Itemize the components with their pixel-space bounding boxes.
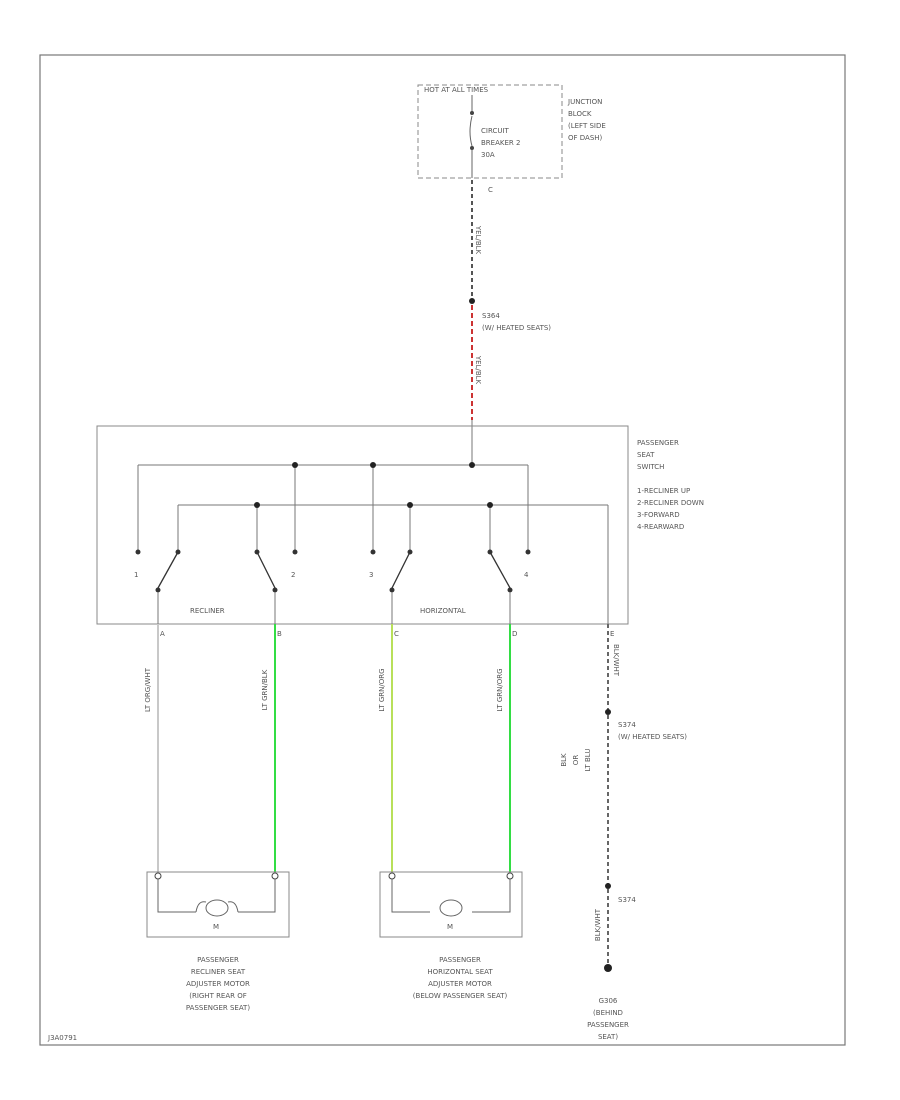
alt-wire-label-2: OR <box>572 755 580 766</box>
wire-b-label: LT GRN/BLK <box>261 669 269 710</box>
splice-s374-lower <box>605 883 611 889</box>
ground-point-g306 <box>604 964 612 972</box>
recliner-label-1: PASSENGER <box>197 956 239 964</box>
breaker-label-3: 30A <box>481 151 495 159</box>
junction-block: HOT AT ALL TIMES CIRCUIT BREAKER 2 30A C… <box>417 84 606 194</box>
seat-switch-label-3: SWITCH <box>637 463 664 471</box>
wire-c-label: LT GRN/ORG <box>378 668 386 711</box>
feed-wire: YEL/BLK S364 (W/ HEATED SEATS) YEL/BLK <box>469 180 551 465</box>
junction-block-outline <box>417 84 563 179</box>
ground-label-1: G306 <box>599 997 618 1005</box>
seat-switch-label-4: 1-RECLINER UP <box>637 487 690 495</box>
ground-label-4: SEAT) <box>598 1033 618 1041</box>
group-label-recliner: RECLINER <box>190 607 225 615</box>
passenger-seat-switch: 1 2 3 4 RECLINER HORIZONTAL PASSENGER SE… <box>96 425 704 625</box>
contact-number-4a: 4 <box>524 571 529 579</box>
pin-b: B <box>277 630 282 638</box>
seat-switch-outline <box>96 425 629 625</box>
horizontal-label-1: PASSENGER <box>439 956 481 964</box>
recliner-motor-m: M <box>213 923 219 931</box>
junction-label-4: OF DASH) <box>568 134 603 142</box>
seat-switch-label-5: 2-RECLINER DOWN <box>637 499 704 507</box>
horizontal-motor-m: M <box>447 923 453 931</box>
group-label-horizontal: HORIZONTAL <box>420 607 466 615</box>
switch-blade-a <box>157 551 179 589</box>
diagram-frame <box>39 54 846 1046</box>
recliner-label-3: ADJUSTER MOTOR <box>186 980 250 988</box>
recliner-motor: M PASSENGER RECLINER SEAT ADJUSTER MOTOR… <box>146 871 290 1012</box>
pin-e: E <box>610 630 614 638</box>
splice-s374-label-1: S374 <box>618 721 636 729</box>
horizontal-label-4: (BELOW PASSENGER SEAT) <box>413 992 508 1000</box>
junction-label-2: BLOCK <box>568 110 592 118</box>
circuit-breaker-symbol <box>469 115 473 147</box>
alt-wire-label-3: LT BLU <box>584 749 592 772</box>
wire-e-label: BLK/WHT <box>612 644 620 677</box>
footer-code: J3A0791 <box>47 1034 77 1042</box>
junction-pin: C <box>488 186 493 194</box>
contact-number-1a: 1 <box>134 571 138 579</box>
junction-label-1: JUNCTION <box>567 98 602 106</box>
recliner-motor-box <box>146 871 290 938</box>
upper-wire-label: YEL/BLK <box>474 225 482 255</box>
seat-switch-label-7: 4-REARWARD <box>637 523 684 531</box>
junction-header: HOT AT ALL TIMES <box>424 86 489 94</box>
splice-s364-label-2: (W/ HEATED SEATS) <box>482 324 551 332</box>
splice-s364 <box>469 298 475 304</box>
ground-circuit: BLK/WHT S374 (W/ HEATED SEATS) BLK OR LT… <box>560 624 687 1041</box>
splice-s374-lower-label: S374 <box>618 896 636 904</box>
switch-blade-c <box>391 551 411 589</box>
pin-c: C <box>394 630 399 638</box>
recliner-label-2: RECLINER SEAT <box>191 968 246 976</box>
pin-d: D <box>512 630 517 638</box>
splice-s364-label-1: S364 <box>482 312 500 320</box>
recliner-motor-symbol <box>205 899 229 917</box>
wire-d-label: LT GRN/ORG <box>496 668 504 711</box>
output-wires: A B C D E LT ORG/WHT LT GRN/BLK LT GRN/O… <box>144 624 614 872</box>
junction-label-3: (LEFT SIDE <box>568 122 606 130</box>
contact-number-3a: 3 <box>369 571 373 579</box>
horizontal-motor-symbol <box>439 899 463 917</box>
alt-wire-label-1: BLK <box>560 753 568 767</box>
wire-a-label: LT ORG/WHT <box>144 667 152 712</box>
seat-switch-label-1: PASSENGER <box>637 439 679 447</box>
splice-s374-label-2: (W/ HEATED SEATS) <box>618 733 687 741</box>
breaker-label-1: CIRCUIT <box>481 127 510 135</box>
pin-a: A <box>160 630 165 638</box>
ground-lower-wire-label: BLK/WHT <box>594 908 602 941</box>
switch-blade-d <box>489 551 511 589</box>
horizontal-motor-box <box>379 871 523 938</box>
ground-label-3: PASSENGER <box>587 1021 629 1029</box>
horizontal-label-2: HORIZONTAL SEAT <box>427 968 493 976</box>
seat-switch-label-2: SEAT <box>637 451 655 459</box>
switch-blade-b <box>256 551 276 589</box>
ground-label-2: (BEHIND <box>593 1009 623 1017</box>
horizontal-motor: M PASSENGER HORIZONTAL SEAT ADJUSTER MOT… <box>379 871 523 1000</box>
seat-switch-label-6: 3-FORWARD <box>637 511 680 519</box>
splice-s374-upper <box>605 709 611 715</box>
recliner-label-4: (RIGHT REAR OF <box>189 992 247 1000</box>
horizontal-label-3: ADJUSTER MOTOR <box>428 980 492 988</box>
breaker-label-2: BREAKER 2 <box>481 139 520 147</box>
lower-wire-label: YEL/BLK <box>474 355 482 385</box>
recliner-label-5: PASSENGER SEAT) <box>186 1004 250 1012</box>
contact-number-2a: 2 <box>291 571 295 579</box>
